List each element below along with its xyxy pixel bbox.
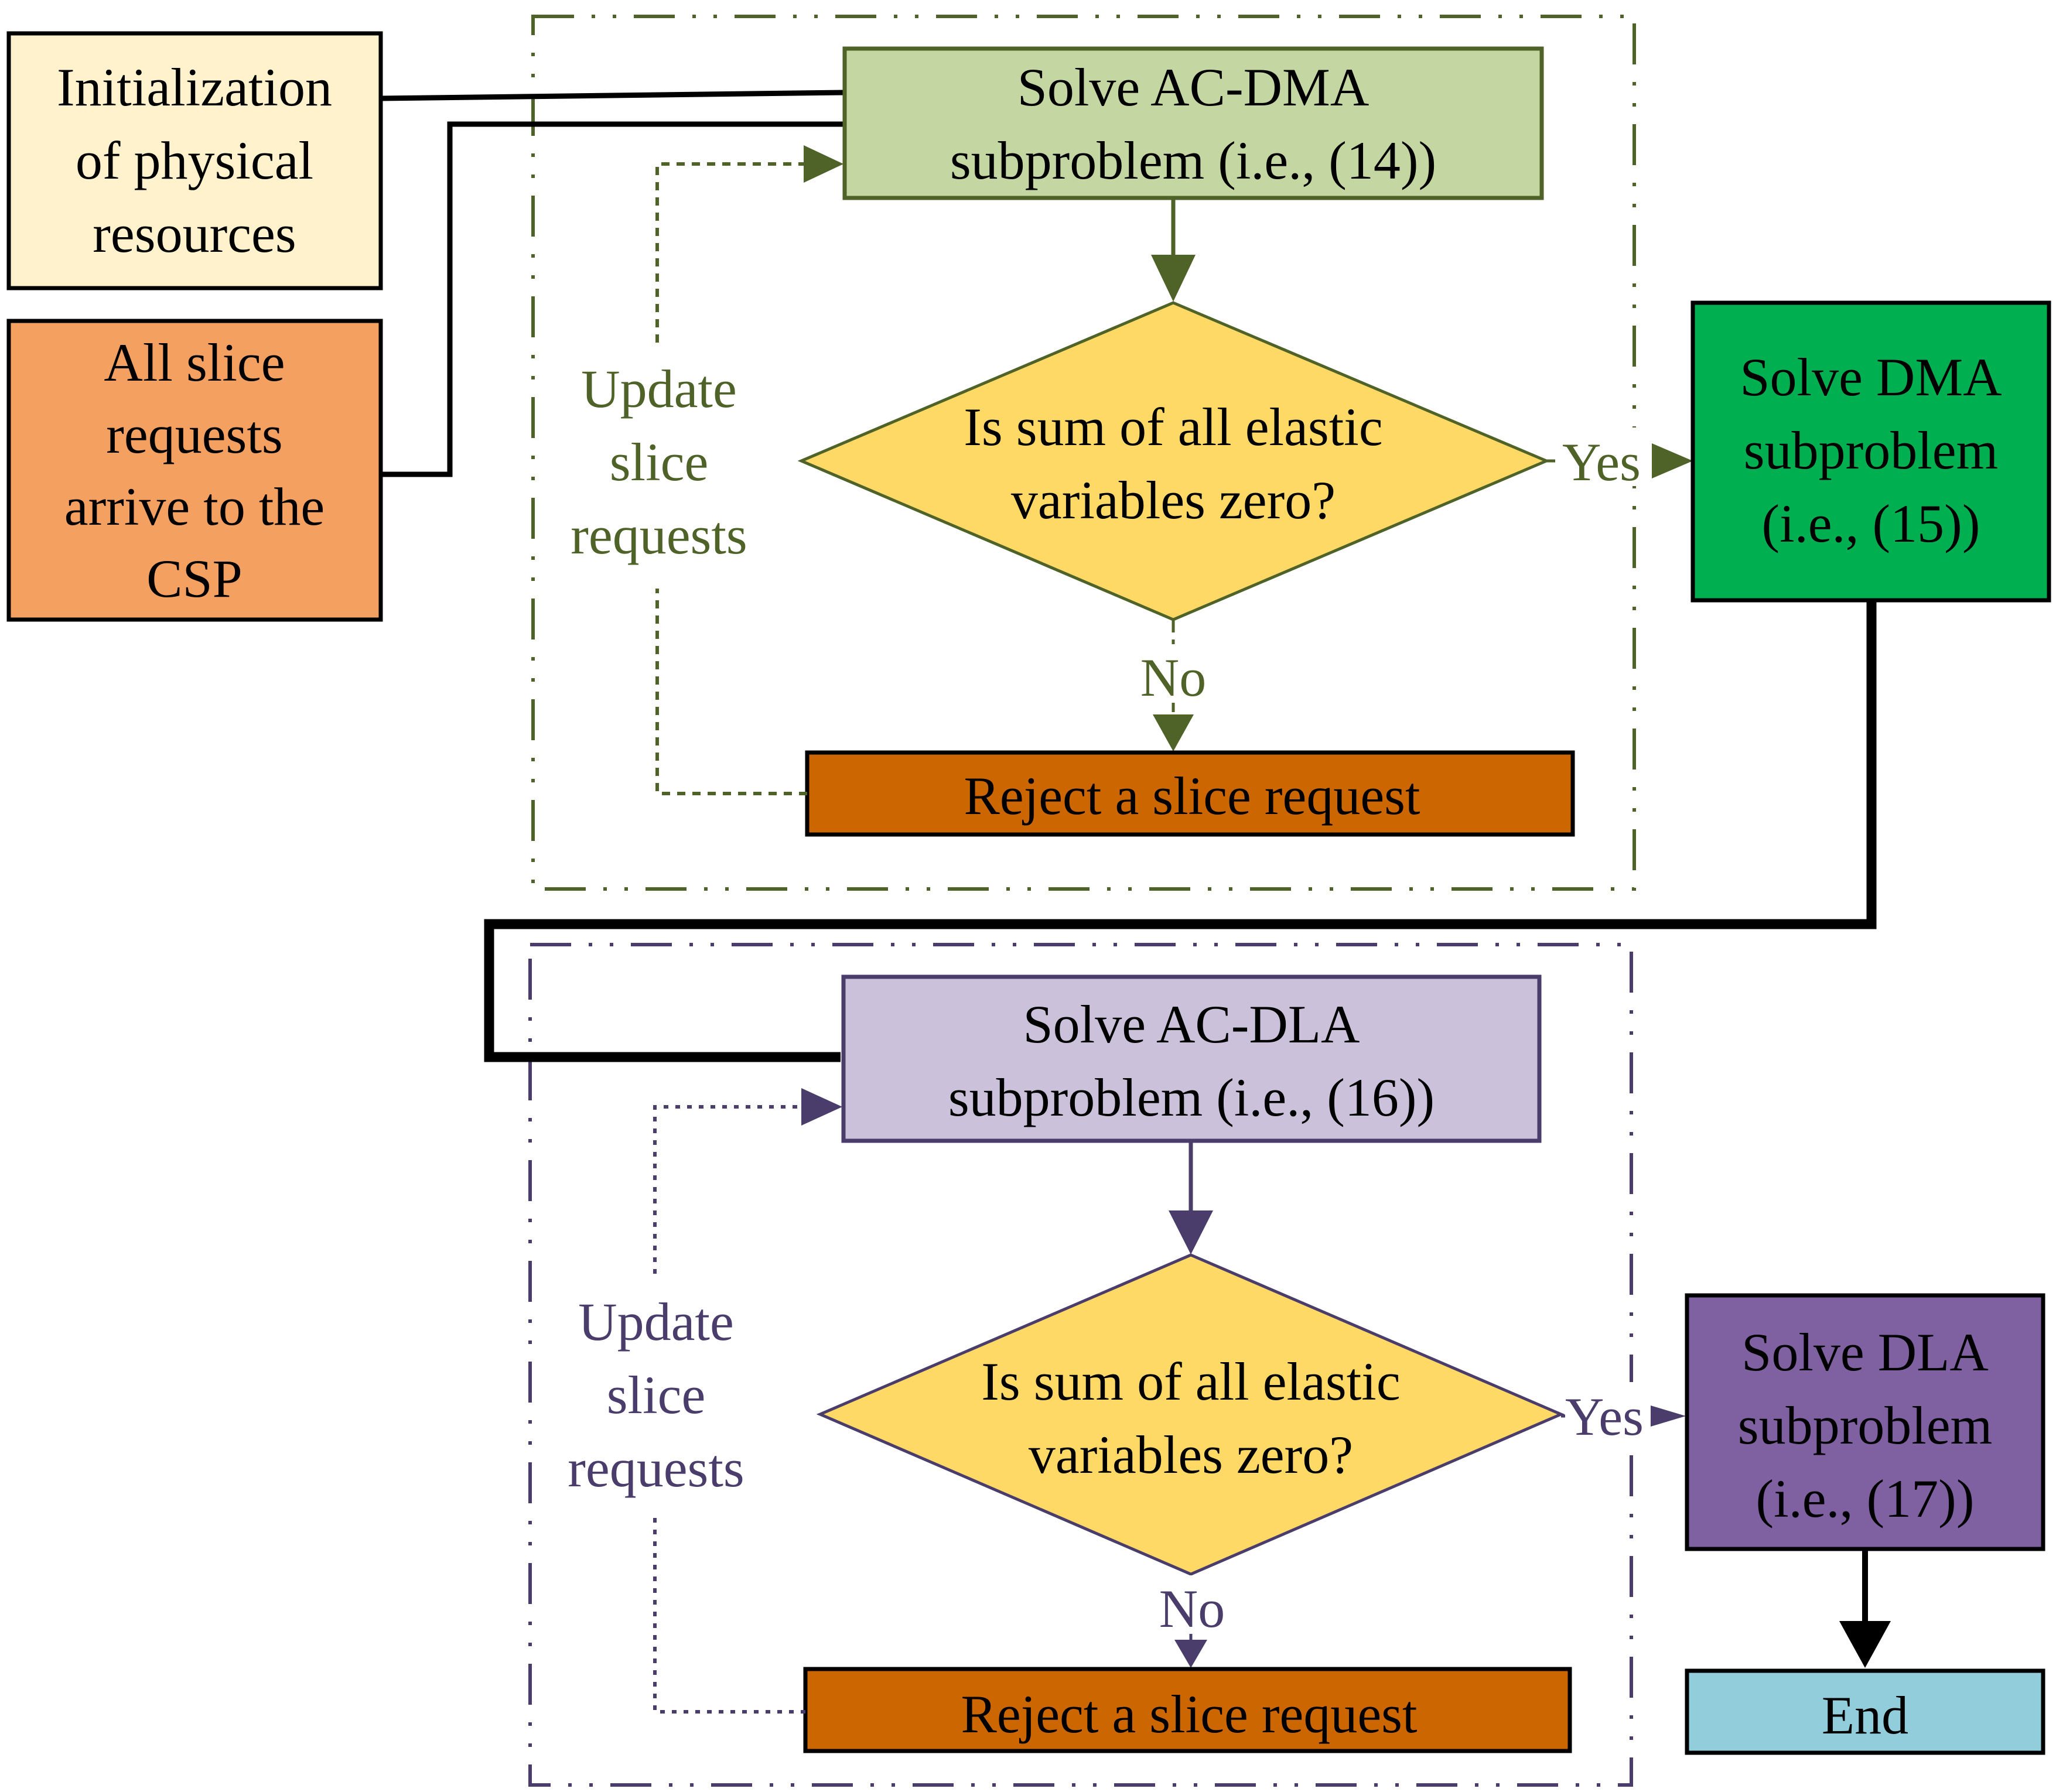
update2-loop-upper (653, 1105, 804, 1274)
requests-line-4: CSP (146, 549, 243, 608)
init-node: Initialization of physical resources (6, 31, 383, 290)
acdla-line-1: Solve AC-DLA (1023, 994, 1360, 1054)
end-node: End (1685, 1668, 2045, 1755)
dma-line-2: subproblem (1744, 420, 1998, 480)
reject2-node: Reject a slice request (803, 1667, 1572, 1753)
reject1-label: Reject a slice request (964, 766, 1420, 826)
update1-loop-upper (655, 162, 805, 343)
dma-to-acdla-arrow (484, 600, 1877, 1062)
dma-line-3: (i.e., (15)) (1762, 494, 1980, 553)
dla-node: Solve DLA subproblem (i.e., (17)) (1685, 1293, 2045, 1551)
init-line-1: Initialization (57, 57, 332, 117)
requests-line-2: requests (106, 405, 282, 464)
dla-line-1: Solve DLA (1741, 1322, 1989, 1382)
acdma-node: Solve AC-DMA subproblem (i.e., (14)) (842, 46, 1544, 200)
decision1-node: Is sum of all elastic variables zero? (797, 301, 1550, 621)
update2-arrowhead (801, 1088, 842, 1126)
update2-line-1: Update (578, 1292, 734, 1352)
update2-line-2: slice (607, 1365, 706, 1425)
dla-line-2: subproblem (1738, 1396, 1992, 1455)
group-dla-container (528, 943, 1633, 1787)
acdma-line-2: subproblem (i.e., (14)) (950, 131, 1436, 190)
requests-to-acdma-arrow (381, 121, 844, 477)
update1-loop-lower (655, 589, 807, 795)
yes1-label: Yes (1562, 432, 1641, 492)
requests-line-3: arrive to the (64, 477, 325, 536)
init-to-acdma-arrow (380, 90, 844, 101)
no2-arrowhead (1174, 1640, 1207, 1668)
yes1-arrowhead (1652, 443, 1693, 478)
dla-to-end-arrowhead (1839, 1621, 1891, 1668)
init-line-3: resources (93, 204, 296, 264)
no1-arrowhead (1153, 714, 1194, 751)
update2-loop-lower (653, 1514, 805, 1714)
acdla-node: Solve AC-DLA subproblem (i.e., (16)) (841, 974, 1542, 1143)
update1-line-1: Update (581, 359, 737, 419)
acdma-to-decision1-arrowhead (1151, 255, 1196, 302)
yes2-label-bg (1565, 1382, 1658, 1441)
acdla-to-decision2-arrowhead (1169, 1210, 1213, 1254)
end-label: End (1822, 1685, 1908, 1745)
update2-line-3: requests (568, 1438, 744, 1498)
dla-line-3: (i.e., (17)) (1756, 1469, 1975, 1528)
no1-label-bg (1128, 644, 1221, 703)
reject1-node: Reject a slice request (805, 750, 1575, 837)
init-line-2: of physical (76, 131, 313, 190)
decision1-line-1: Is sum of all elastic (964, 397, 1382, 457)
decision2-line-1: Is sum of all elastic (981, 1352, 1400, 1411)
update1-line-3: requests (571, 505, 747, 565)
update1-line-2: slice (610, 432, 709, 492)
decision2-node: Is sum of all elastic variables zero? (816, 1253, 1565, 1576)
yes1-label-bg (1555, 428, 1652, 486)
decision2-line-2: variables zero? (1029, 1425, 1353, 1485)
yes2-label: Yes (1565, 1387, 1644, 1446)
acdla-line-2: subproblem (i.e., (16)) (948, 1068, 1435, 1127)
no1-label: No (1140, 648, 1206, 707)
update1-arrowhead (804, 145, 843, 183)
dma-node: Solve DMA subproblem (i.e., (15)) (1690, 300, 2051, 603)
no2-label-bg (1145, 1575, 1239, 1634)
yes2-arrowhead (1651, 1405, 1686, 1427)
dma-line-1: Solve DMA (1740, 347, 2002, 407)
requests-node: All slice requests arrive to the CSP (6, 319, 383, 622)
decision1-line-2: variables zero? (1011, 470, 1336, 530)
reject2-label: Reject a slice request (961, 1684, 1418, 1744)
no2-label: No (1159, 1579, 1225, 1639)
acdma-line-1: Solve AC-DMA (1017, 57, 1369, 117)
requests-line-1: All slice (104, 333, 285, 392)
